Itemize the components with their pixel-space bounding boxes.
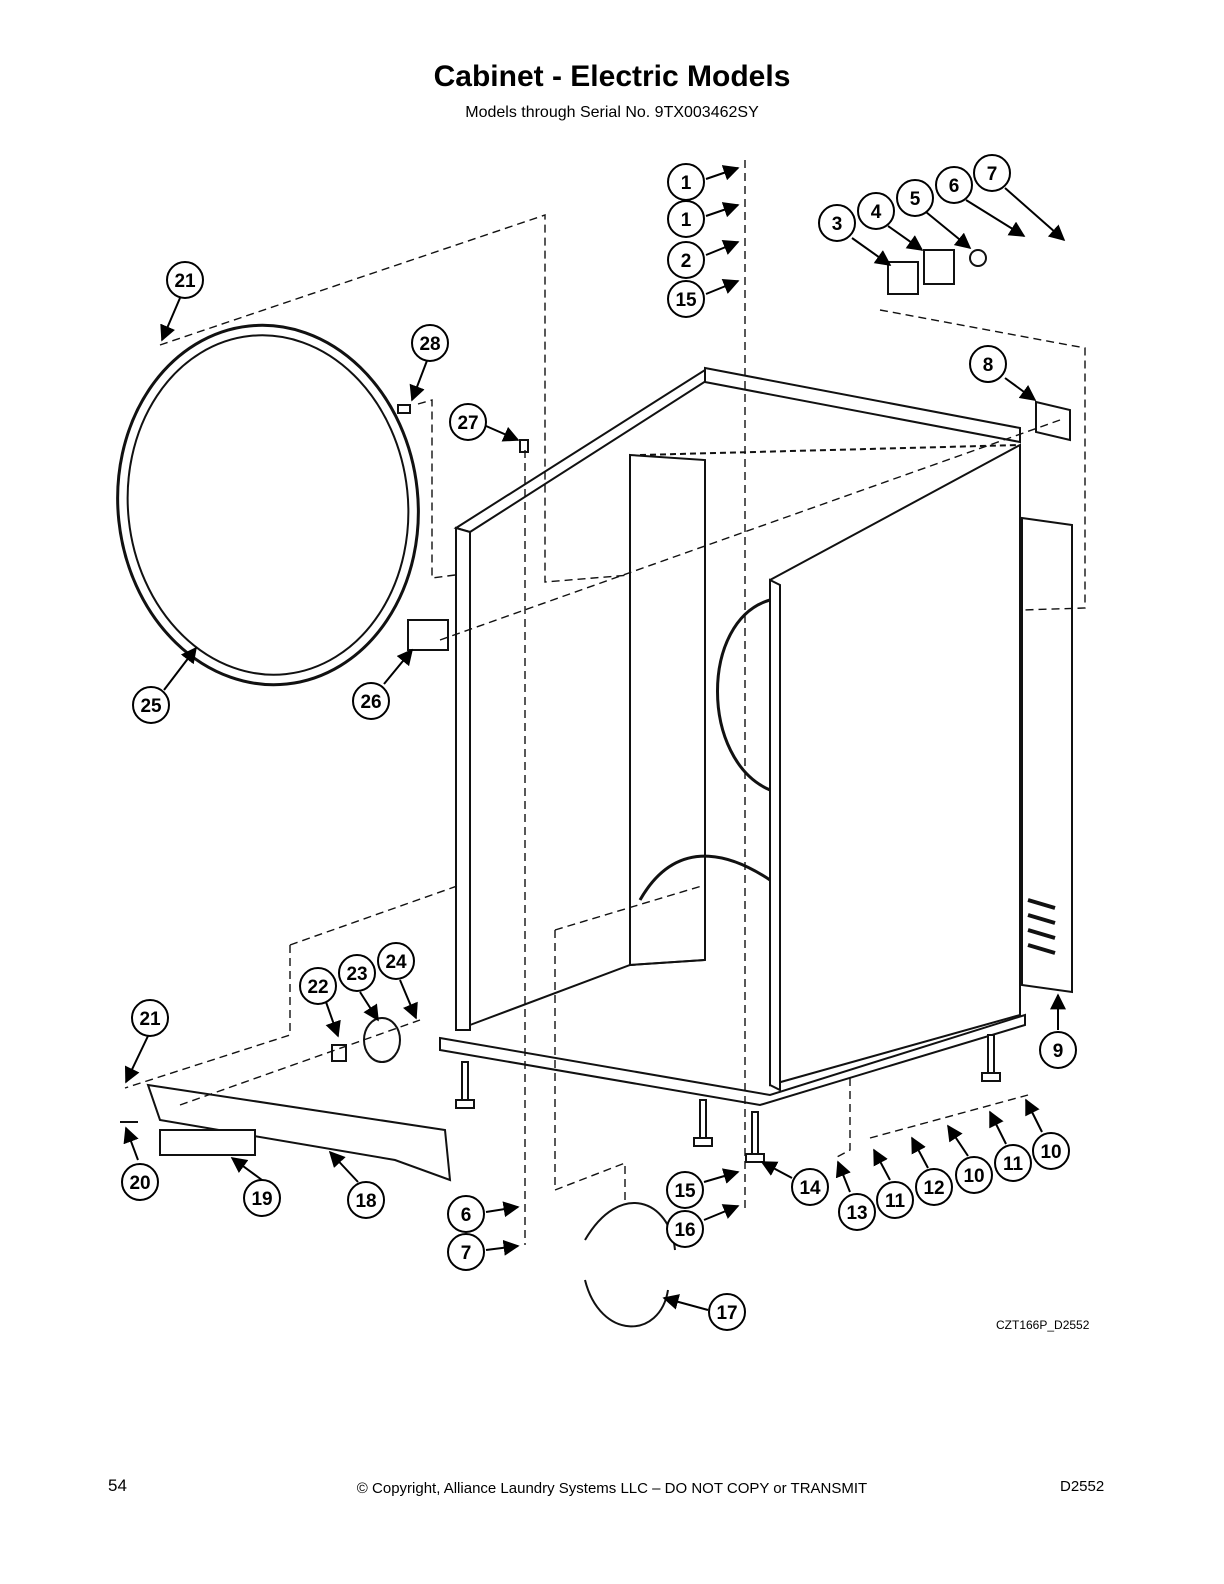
callout-label: 11 — [885, 1191, 906, 1212]
callout-label: 20 — [129, 1173, 150, 1194]
callout-label: 23 — [346, 964, 367, 985]
callout-label: 2 — [681, 251, 692, 272]
door-ring-25 — [116, 323, 420, 687]
callout-label: 7 — [461, 1243, 472, 1264]
callout-label: 21 — [139, 1009, 161, 1030]
callout-label: 5 — [910, 189, 921, 210]
callout: 26 — [352, 682, 390, 720]
callout: 19 — [243, 1179, 281, 1217]
callout: 21 — [131, 999, 169, 1037]
callout: 6 — [447, 1195, 485, 1233]
cabinet-frame — [439, 366, 1026, 1163]
callout-label: 18 — [355, 1191, 376, 1212]
callout-label: 28 — [419, 334, 440, 355]
callout: 11 — [876, 1181, 914, 1219]
callout: 8 — [969, 345, 1007, 383]
callout: 10 — [1032, 1132, 1070, 1170]
callout-label: 1 — [681, 210, 692, 231]
callout: 24 — [377, 942, 415, 980]
callout: 22 — [299, 967, 337, 1005]
callout-label: 6 — [461, 1205, 472, 1226]
callout-label: 10 — [1040, 1142, 1061, 1163]
page-title: Cabinet - Electric Models — [433, 60, 791, 93]
side-panel-9 — [1021, 516, 1073, 994]
callout-label: 26 — [360, 692, 381, 713]
callout-circles: 1 1 2 15 3 4 5 6 7 8 21 28 27 25 26 9 21… — [121, 154, 1077, 1331]
callout: 17 — [708, 1293, 746, 1331]
callout: 1 — [667, 163, 705, 201]
callout-label: 10 — [963, 1166, 984, 1187]
callout-label: 19 — [251, 1189, 272, 1210]
callout-label: 24 — [385, 952, 407, 973]
callout-label: 25 — [140, 696, 162, 717]
callout: 2 — [667, 241, 705, 279]
callout: 16 — [666, 1210, 704, 1248]
callout-label: 4 — [871, 202, 882, 223]
callout: 7 — [447, 1233, 485, 1271]
callout-label: 16 — [674, 1220, 695, 1241]
callout-label: 9 — [1053, 1041, 1064, 1062]
callout-label: 15 — [674, 1181, 696, 1202]
callout-label: 27 — [457, 413, 478, 434]
callout: 15 — [667, 280, 705, 318]
page-number: 54 — [108, 1476, 127, 1495]
callout-label: 3 — [832, 214, 843, 235]
callout: 21 — [166, 261, 204, 299]
callout-label: 14 — [799, 1178, 821, 1199]
callout: 27 — [449, 403, 487, 441]
drawing-id: CZT166P_D2552 — [996, 1318, 1090, 1332]
callout: 3 — [818, 204, 856, 242]
page-subtitle: Models through Serial No. 9TX003462SY — [465, 104, 759, 121]
small-parts — [120, 249, 1071, 1328]
callout: 11 — [994, 1144, 1032, 1182]
callout-label: 7 — [987, 164, 998, 185]
callout-label: 8 — [983, 355, 994, 376]
callout: 10 — [955, 1156, 993, 1194]
copyright-notice: © Copyright, Alliance Laundry Systems LL… — [356, 1480, 868, 1497]
callout: 28 — [411, 324, 449, 362]
callout: 13 — [838, 1193, 876, 1231]
callout-arrows — [123, 165, 1066, 1311]
callout: 15 — [666, 1171, 704, 1209]
callout-label: 6 — [949, 176, 960, 197]
callout-label: 1 — [681, 173, 692, 194]
callout-label: 17 — [716, 1303, 737, 1324]
callout: 4 — [857, 192, 895, 230]
callout-label: 13 — [846, 1203, 867, 1224]
callout: 12 — [915, 1168, 953, 1206]
callout-label: 12 — [923, 1178, 944, 1199]
callout: 25 — [132, 686, 170, 724]
callout: 14 — [791, 1168, 829, 1206]
dashed-guides — [124, 160, 1086, 1245]
callout: 1 — [667, 200, 705, 238]
callout: 9 — [1039, 1031, 1077, 1069]
callout: 6 — [935, 166, 973, 204]
callout: 7 — [973, 154, 1011, 192]
document-id: D2552 — [1060, 1478, 1105, 1495]
callout-label: 21 — [174, 271, 196, 292]
callout-label: 22 — [307, 977, 328, 998]
callout: 20 — [121, 1163, 159, 1201]
callout: 5 — [896, 179, 934, 217]
callout-label: 11 — [1003, 1154, 1024, 1175]
callout-label: 15 — [675, 290, 697, 311]
callout: 23 — [338, 954, 376, 992]
callout: 18 — [347, 1181, 385, 1219]
